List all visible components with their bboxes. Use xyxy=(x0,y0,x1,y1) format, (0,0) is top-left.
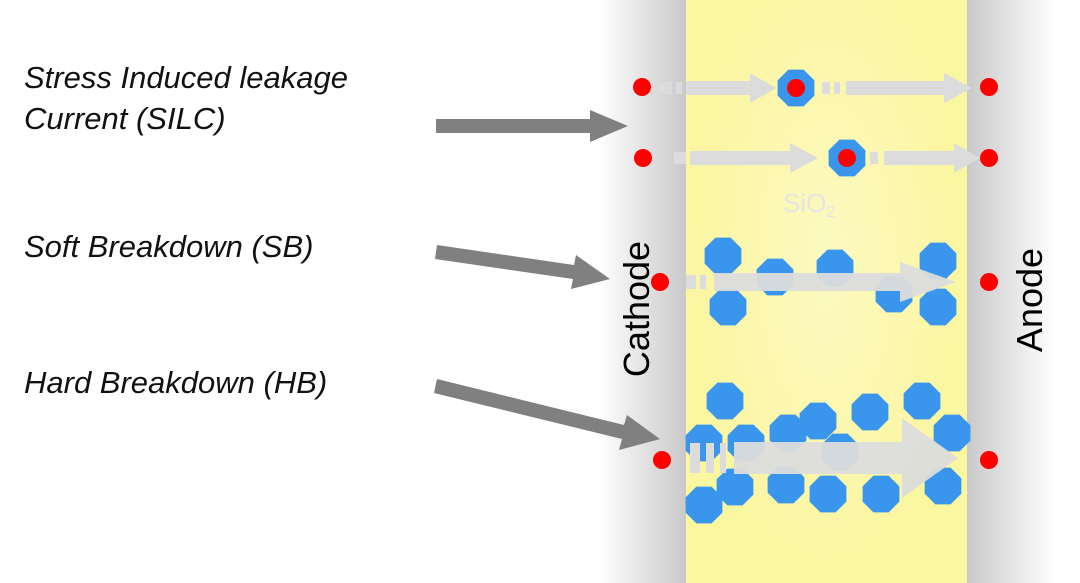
electron-dot xyxy=(651,273,669,291)
defect xyxy=(919,288,957,326)
flow-dash xyxy=(686,275,696,289)
electron-dot xyxy=(634,149,652,167)
hb-pointer-arrow xyxy=(434,379,660,450)
defect xyxy=(709,288,747,326)
hb-label: Hard Breakdown (HB) xyxy=(24,365,328,400)
electron-dot xyxy=(980,273,998,291)
flow-dash xyxy=(674,152,686,164)
cathode-electrode xyxy=(598,0,686,583)
electron-dot xyxy=(980,149,998,167)
flow-dash xyxy=(706,443,714,473)
defect xyxy=(851,393,889,431)
flow-arrow xyxy=(846,73,972,103)
sb-pointer-arrow xyxy=(435,245,610,289)
silc-label-line1: Stress Induced leakage xyxy=(24,60,348,95)
defect xyxy=(685,486,723,524)
electron-dot xyxy=(633,78,651,96)
flow-arrow xyxy=(690,143,818,173)
electron-dot xyxy=(980,451,998,469)
defect xyxy=(706,382,744,420)
flow-dash xyxy=(720,443,726,473)
defect xyxy=(903,382,941,420)
sb-row xyxy=(651,237,998,326)
trapped-electron xyxy=(838,149,856,167)
flow-dash xyxy=(676,82,682,94)
flow-dash xyxy=(660,82,672,94)
silc-row-1 xyxy=(633,69,998,107)
flow-dash xyxy=(870,152,878,164)
flow-dash xyxy=(834,82,840,94)
flow-dash xyxy=(690,443,700,473)
defect xyxy=(704,237,742,275)
electron-dot xyxy=(653,451,671,469)
anode-electrode xyxy=(967,0,1055,583)
oxide-subscript: 2 xyxy=(826,204,836,221)
pointer-arrows xyxy=(434,110,660,450)
silc-label-line2: Current (SILC) xyxy=(24,101,226,136)
flow-arrow xyxy=(714,262,956,302)
flow-arrow xyxy=(686,73,776,103)
silc-row-2 xyxy=(634,139,998,177)
electron-dot xyxy=(980,78,998,96)
trapped-electron xyxy=(787,79,805,97)
oxide-label: SiO2 xyxy=(783,188,835,222)
silc-pointer-arrow xyxy=(436,110,628,142)
flow-arrow xyxy=(884,143,980,173)
hb-row xyxy=(653,382,998,524)
oxide-formula: SiO xyxy=(783,188,827,218)
flow-dash xyxy=(822,82,830,94)
defect xyxy=(809,475,847,513)
defect xyxy=(862,475,900,513)
flow-dash xyxy=(700,275,706,289)
sb-label: Soft Breakdown (SB) xyxy=(24,229,314,264)
flow-arrow xyxy=(734,418,958,498)
